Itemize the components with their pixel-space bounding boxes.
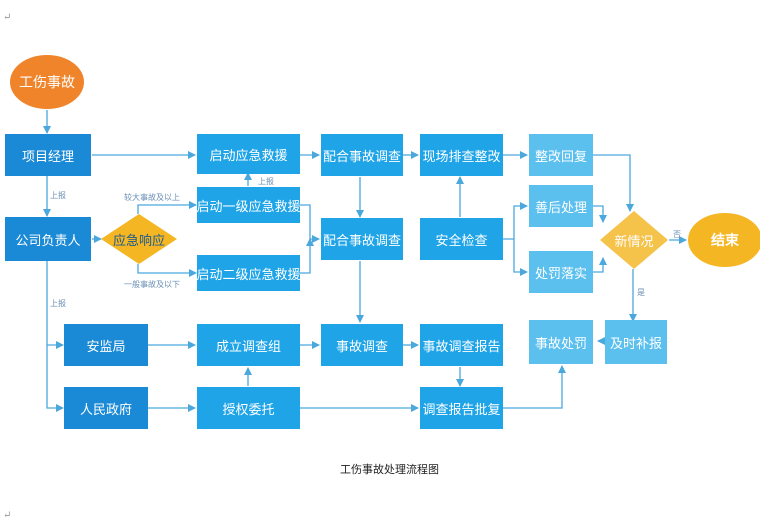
edge-level1-to-coop2: [300, 204, 320, 243]
emergency-response-label: 应急响应: [112, 233, 165, 249]
cooperate-investigation-box-2: 配合事故调查: [321, 218, 403, 260]
investigation-report-box: 事故调查报告: [420, 324, 503, 366]
diagram-caption: 工伤事故处理流程图: [340, 463, 439, 476]
end-node: 结束: [688, 213, 760, 267]
edge-label-report-up-3: 上报: [50, 299, 66, 308]
safety-inspection-box: 安全检查: [420, 218, 503, 260]
level1-rescue-box: 启动一级应急救援: [197, 187, 301, 223]
edge-label-report-up-1: 上报: [50, 191, 66, 200]
authorize-box: 授权委托: [197, 387, 300, 429]
edge-safety-check-to-aftermath: [503, 202, 528, 240]
accident-penalty-box: 事故处罚: [529, 320, 593, 364]
form-team-box: 成立调查组: [197, 324, 300, 366]
start-node: 工伤事故: [10, 55, 84, 109]
emergency-response-diamond: 应急响应: [101, 214, 177, 264]
edge-label-no: 否: [673, 230, 681, 239]
report-approval-box: 调查报告批复: [420, 387, 503, 429]
edge-diamond-to-level1: [137, 201, 197, 214]
paragraph-mark-top: ↵: [3, 12, 12, 23]
cooperate-investigation-box-1: 配合事故调查: [321, 134, 403, 176]
aftermath-box: 善后处理: [529, 185, 593, 227]
timely-report-box: 及时补报: [605, 320, 667, 364]
edge-aftermath-to-new-situation: [593, 205, 607, 223]
company-head-box: 公司负责人: [5, 217, 91, 261]
new-situation-label: 新情况: [614, 234, 654, 250]
edge-company-to-gov: [46, 345, 64, 412]
paragraph-mark-bottom: ↵: [3, 510, 12, 521]
start-rescue-box: 启动应急救援: [197, 134, 300, 174]
accident-investigation-box: 事故调查: [321, 324, 403, 366]
edge-safety-check-to-penalty: [513, 239, 528, 276]
level2-rescue-box: 启动二级应急救援: [197, 255, 301, 291]
edge-level2-to-coop2: [300, 238, 314, 274]
safety-bureau-box: 安监局: [64, 324, 148, 366]
site-rectification-box: 现场排查整改: [420, 134, 503, 176]
edge-diamond-to-level2: [137, 264, 197, 277]
edge-label-general-accident: 一般事故及以下: [124, 280, 180, 289]
edge-penalty-to-new-situation: [593, 257, 607, 273]
project-manager-box: 项目经理: [5, 134, 91, 176]
rectify-reply-box: 整改回复: [529, 134, 593, 176]
new-situation-diamond: 新情况: [600, 211, 668, 269]
edge-label-report-up-2: 上报: [258, 177, 274, 186]
edge-label-major-accident: 较大事故及以上: [124, 193, 180, 202]
edge-reply-to-new-situation: [593, 154, 634, 212]
edge-approval-to-penalty: [503, 365, 566, 409]
government-box: 人民政府: [64, 387, 148, 429]
edge-label-yes: 是: [637, 288, 645, 297]
penalty-implemented-box: 处罚落实: [529, 251, 593, 293]
